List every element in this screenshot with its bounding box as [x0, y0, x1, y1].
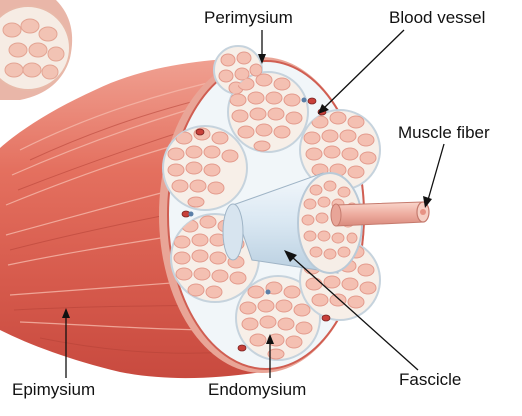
- muscle-fiber-label: Muscle fiber: [398, 124, 490, 141]
- fascicle-label: Fascicle: [399, 371, 461, 388]
- epimysium-label: Epimysium: [12, 381, 95, 398]
- endomysium-label: Endomysium: [208, 381, 306, 398]
- muscle-fiber: [331, 202, 429, 226]
- blood-vessel-label: Blood vessel: [389, 9, 485, 26]
- top-muscle-end: [0, 0, 72, 100]
- perimysium-label: Perimysium: [204, 9, 293, 26]
